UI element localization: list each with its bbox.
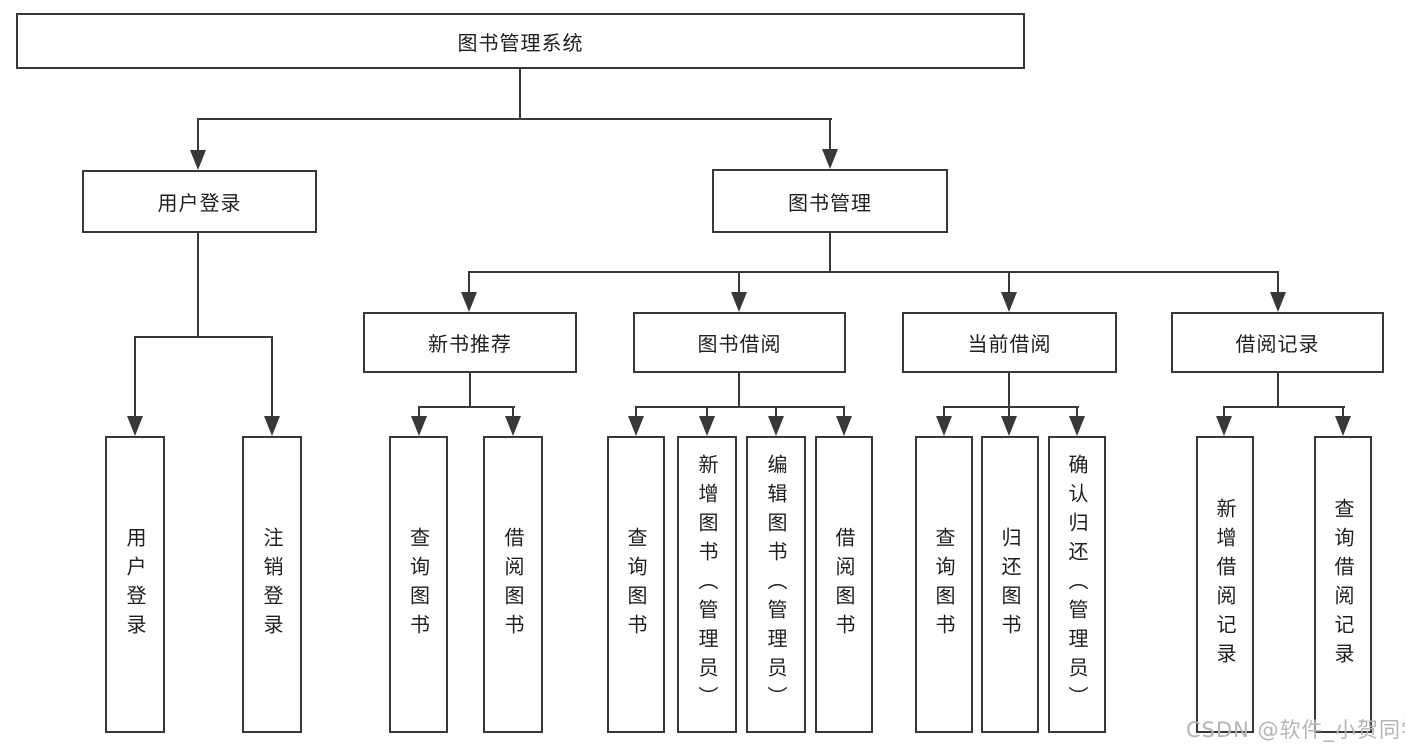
connector-line [738,373,740,407]
connector-line [469,373,471,407]
arrow-down-icon [822,149,838,169]
node-library-management-system: 图书管理系统 [16,13,1025,69]
connector-line [1008,407,1010,417]
arrow-down-icon [768,416,784,436]
node-label: 编辑图书（管理员） [764,454,788,715]
arrow-down-icon [699,416,715,436]
node-book-management: 图书管理 [712,169,948,233]
arrow-down-icon [1069,416,1085,436]
leaf-query-books-3: 查询图书 [915,436,973,733]
arrow-down-icon [1270,292,1286,312]
node-label: 查询图书 [932,526,956,643]
node-label: 当前借阅 [967,332,1052,356]
node-label: 借阅图书 [832,526,856,643]
arrow-down-icon [1001,292,1017,312]
node-label: 新增图书（管理员） [695,454,719,715]
node-label: 借阅图书 [501,526,525,643]
node-label: 用户登录 [123,526,147,643]
connector-line [738,272,740,293]
node-user-login: 用户登录 [82,170,317,233]
connector-line [512,407,514,417]
connector-line [197,119,199,151]
node-label: 注销登录 [260,526,284,643]
leaf-query-books-1: 查询图书 [389,436,448,733]
connector-line [635,406,845,408]
arrow-down-icon [190,150,206,170]
arrow-down-icon [127,416,143,436]
arrow-down-icon [1216,416,1232,436]
connector-line [519,69,521,119]
arrow-down-icon [505,416,521,436]
node-label: 归还图书 [998,526,1022,643]
connector-line [418,407,420,417]
leaf-return-book: 归还图书 [981,436,1039,733]
connector-line [829,233,831,272]
connector-line [706,407,708,417]
node-current-borrow: 当前借阅 [902,312,1117,373]
node-label: 查询图书 [624,526,648,643]
connector-line [271,337,273,417]
node-label: 新增借阅记录 [1213,497,1237,672]
leaf-borrow-books-1: 借阅图书 [483,436,543,733]
node-label: 图书管理系统 [457,30,584,55]
node-book-borrow: 图书借阅 [633,312,846,373]
node-label: 新书推荐 [428,332,512,356]
connector-line [943,407,945,417]
node-label: 用户登录 [157,191,242,215]
connector-line [1223,407,1225,417]
node-label: 图书管理 [788,190,872,215]
leaf-logout: 注销登录 [242,436,302,733]
node-label: 查询借阅记录 [1331,497,1355,672]
connector-line [197,118,832,120]
connector-line [197,233,199,338]
connector-line [1076,407,1078,417]
connector-line [1342,407,1344,417]
leaf-borrow-books-2: 借阅图书 [815,436,873,733]
arrow-down-icon [936,416,952,436]
arrow-down-icon [628,416,644,436]
connector-line [775,407,777,417]
connector-line [1277,373,1279,407]
arrow-down-icon [264,416,280,436]
connector-line [843,407,845,417]
leaf-edit-book-admin: 编辑图书（管理员） [746,436,806,733]
leaf-add-book-admin: 新增图书（管理员） [677,436,737,733]
node-label: 确认归还（管理员） [1065,454,1089,715]
arrow-down-icon [411,416,427,436]
arrow-down-icon [836,416,852,436]
node-label: 借阅记录 [1235,332,1320,356]
connector-line [635,407,637,417]
connector-line [1223,406,1345,408]
leaf-user-login: 用户登录 [105,436,165,733]
node-new-book-recommend: 新书推荐 [363,312,577,373]
arrow-down-icon [731,292,747,312]
connector-line [829,119,831,150]
node-borrow-records: 借阅记录 [1171,312,1384,373]
arrow-down-icon [461,292,477,312]
csdn-watermark: CSDN @软件_小贺同学 [1186,718,1405,742]
connector-line [1277,272,1279,293]
leaf-query-books-2: 查询图书 [607,436,665,733]
node-label: 图书借阅 [697,332,782,356]
connector-line [943,406,1079,408]
connector-line [468,271,1279,273]
leaf-query-borrow-record: 查询借阅记录 [1314,436,1372,733]
arrow-down-icon [1335,416,1351,436]
connector-line [1008,373,1010,407]
leaf-confirm-return-admin: 确认归还（管理员） [1048,436,1106,733]
node-label: 查询图书 [406,526,431,643]
connector-line [1008,272,1010,293]
connector-line [418,406,515,408]
connector-line [468,272,470,293]
arrow-down-icon [1001,416,1017,436]
leaf-add-borrow-record: 新增借阅记录 [1196,436,1254,733]
connector-line [134,336,273,338]
connector-line [134,337,136,417]
